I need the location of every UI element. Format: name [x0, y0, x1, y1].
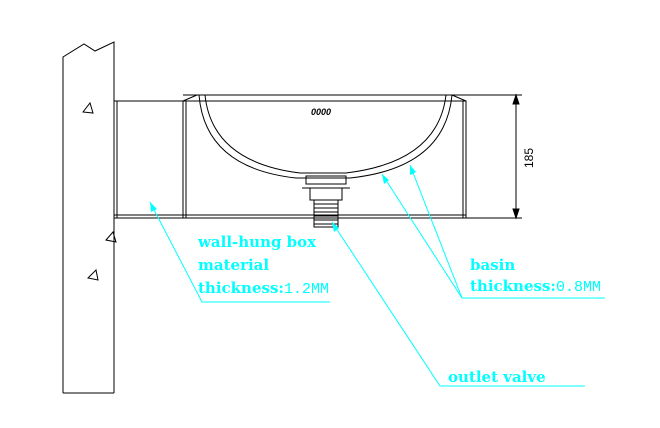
leader-arrows [150, 165, 416, 232]
valve-label: outlet valve [448, 368, 546, 386]
basin-logo-text: 0000 [311, 107, 332, 117]
leader-lines [149, 164, 605, 387]
wall-hung-box [113, 100, 467, 219]
box-thickness-value: 1.2MM [283, 281, 329, 298]
basin-thickness-value: 0.8MM [555, 279, 601, 296]
wall-hatch-symbols [82, 101, 117, 281]
basin [182, 94, 467, 179]
box-thickness-prefix: thickness: [198, 279, 284, 297]
wall [62, 41, 115, 394]
box-label-line3: thickness:1.2MM [198, 279, 329, 299]
basin-label-line1: basin [470, 256, 516, 274]
basin-thickness-prefix: thickness: [470, 277, 556, 295]
box-label-line2: material [198, 256, 270, 274]
height-dimension-label: 185 [522, 147, 536, 168]
height-dimension [466, 93, 522, 220]
basin-label-line2: thickness:0.8MM [470, 277, 601, 297]
box-label-line1: wall-hung box [198, 233, 317, 251]
outlet-valve [302, 175, 350, 228]
